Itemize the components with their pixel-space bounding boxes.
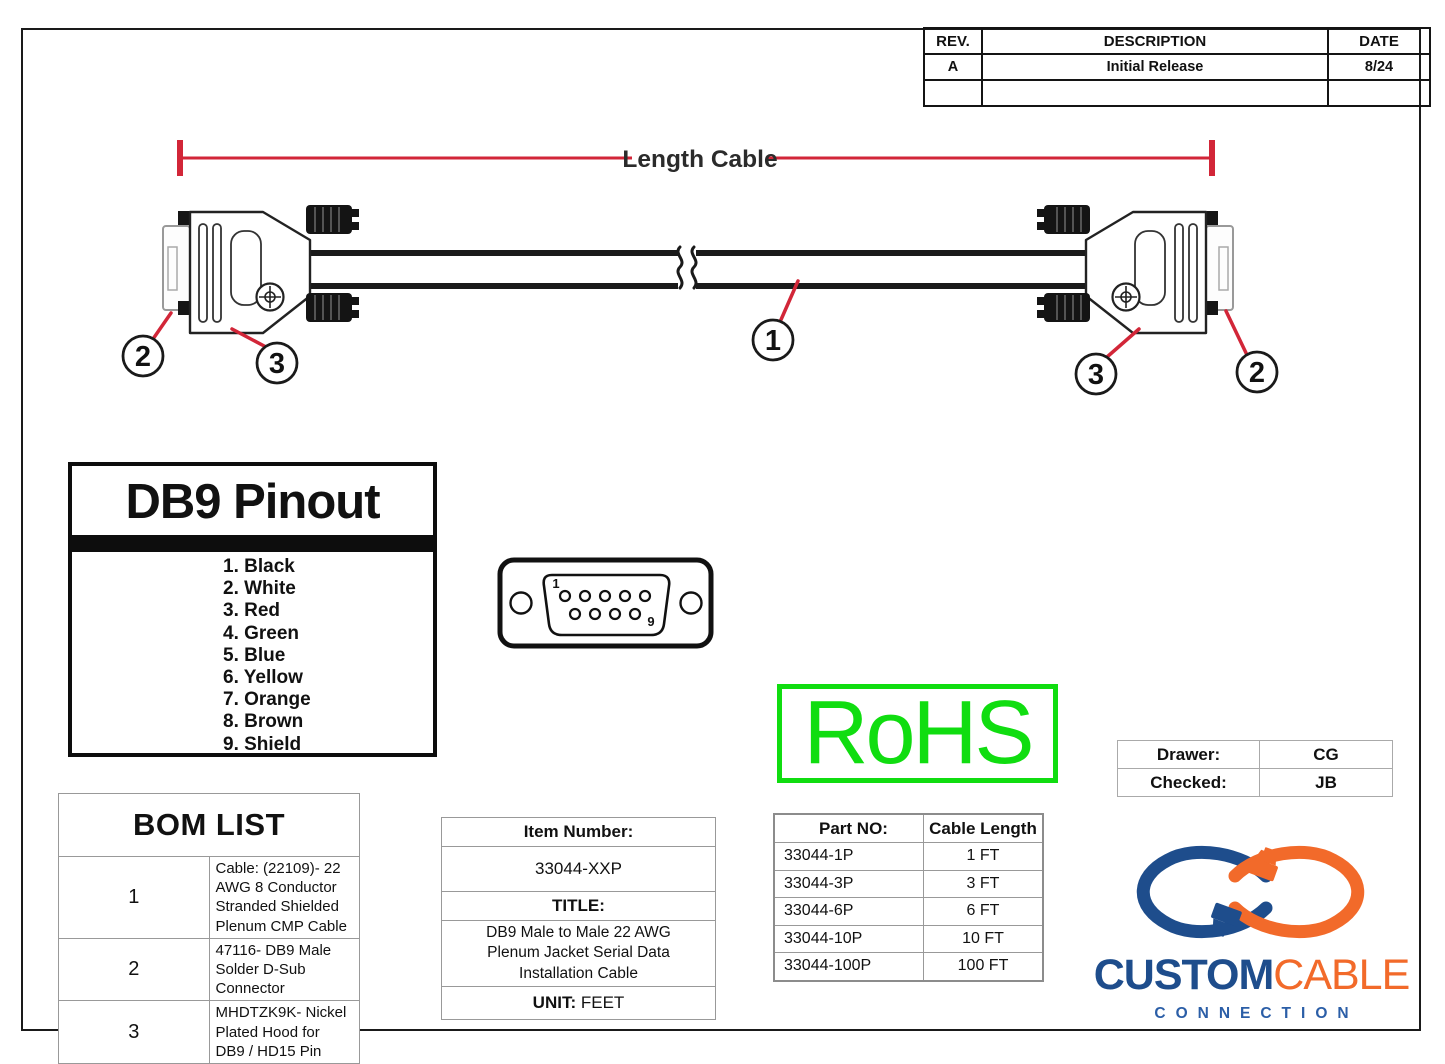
svg-text:1: 1 [765,325,781,357]
unit-label: UNIT: [532,993,577,1013]
item-title-block: Item Number: 33044-XXP TITLE: DB9 Male t… [441,817,716,1021]
db9-pinout-box: DB9 Pinout 1. Black 2. White 3. Red 4. G… [68,462,437,757]
logo-plug-orange [1247,847,1278,882]
pinout-item: 5. Blue [223,644,286,666]
callout-cable: 1 [751,318,795,362]
drawer-value: CG [1259,740,1393,769]
logo-plug-blue [1211,902,1242,937]
pinout-item: 6. Yellow [223,667,303,689]
infinity-cable-icon [1136,845,1365,939]
hood-screw [255,282,285,312]
unit-value: FEET [580,993,625,1013]
unit-row: UNIT: FEET [441,986,716,1021]
svg-text:2: 2 [1249,357,1265,389]
revision-row: A Initial Release 8/24 [923,53,1431,81]
pinout-title: DB9 Pinout [125,475,380,529]
part-number-table: Part NO: Cable Length 33044-1P 1 FT 3304… [773,813,1044,982]
company-logo: CUSTOMCABLE CONNECTION [1083,836,1420,1028]
bom-title: BOM LIST [58,793,360,857]
db9-connector-right [1035,203,1235,335]
checked-row: Checked: JB [1117,768,1393,797]
sheet-border [21,28,1421,1031]
checked-value: JB [1259,768,1393,797]
logo-word-cable: CABLE [1273,951,1410,999]
part-table-header: Part NO: Cable Length [773,813,1044,843]
part-row: 33044-3P 3 FT [773,869,1044,898]
bom-row: 3 MHDTZK9K- Nickel Plated Hood for DB9 /… [58,1000,360,1064]
db9-connector-face-icon: 1 9 [497,557,714,649]
part-row: 33044-1P 1 FT [773,842,1044,871]
bom-item-desc: MHDTZK9K- Nickel Plated Hood for DB9 / H… [208,1000,360,1064]
description-header: DESCRIPTION [981,27,1329,55]
part-row: 33044-6P 6 FT [773,897,1044,926]
screw-hole-right [679,591,703,615]
pin1-label: 1 [552,576,559,591]
callout-connector-left: 2 [121,334,165,378]
pinout-item: 2. White [223,578,296,600]
pins-row-top [558,589,652,603]
rohs-badge: RoHS [777,684,1058,783]
drawer-row: Drawer: CG [1117,740,1393,769]
bom-table: BOM LIST 1 Cable: (22109)- 22 AWG 8 Cond… [58,793,360,1064]
svg-text:3: 3 [1088,359,1104,391]
cable-break-symbol [676,245,698,290]
approval-table: Drawer: CG Checked: JB [1117,740,1393,797]
description-value: Initial Release [981,53,1329,81]
callout-hood-left: 3 [255,341,299,385]
rohs-label: RoHS [803,683,1034,783]
bom-row: 1 Cable: (22109)- 22 AWG 8 Conductor Str… [58,856,360,939]
item-number-label: Item Number: [441,817,716,847]
logo-word-connection: CONNECTION [1154,1005,1359,1022]
length-cable-label: Length Cable [622,146,777,173]
callout-leaders [151,279,1249,359]
svg-text:3: 3 [269,348,285,380]
pinout-item: 8. Brown [223,711,304,733]
svg-text:2: 2 [135,341,151,373]
logo-word-custom: CUSTOM [1093,951,1275,999]
item-number-value: 33044-XXP [441,846,716,892]
drawer-label: Drawer: [1117,740,1260,769]
callout-hood-right: 3 [1074,352,1118,396]
revision-row-empty [923,79,1431,107]
pinout-item: 1. Black [223,556,295,577]
checked-label: Checked: [1117,768,1260,797]
rev-value: A [923,53,983,81]
db9-connector-left [162,205,359,335]
title-label: TITLE: [441,891,716,921]
date-header: DATE [1327,27,1431,55]
part-no-header: Part NO: [773,813,924,843]
pin9-label: 9 [647,614,654,629]
bom-row: 2 47116- DB9 Male Solder D-Sub Connector [58,937,360,1002]
cable-length-header: Cable Length [923,813,1044,843]
rev-header: REV. [923,27,983,55]
part-row: 33044-100P 100 FT [773,952,1044,981]
pinout-list: 1. Black 2. White 3. Red 4. Green 5. Blu… [72,552,433,756]
bom-item-desc: Cable: (22109)- 22 AWG 8 Conductor Stran… [208,856,360,939]
length-dimension: Length Cable [177,140,1215,176]
pinout-divider-band [72,535,433,552]
pinout-item: 3. Red [223,600,281,622]
bom-item-desc: 47116- DB9 Male Solder D-Sub Connector [208,937,360,1002]
logo-wordmark: CUSTOMCABLE [1083,954,1420,997]
part-row: 33044-10P 10 FT [773,924,1044,953]
bom-item-number: 2 [58,937,210,1002]
pinout-item: 9. Shield [223,733,302,755]
cable-jacket [308,250,1090,289]
bom-item-number: 3 [58,1000,210,1064]
revision-table: REV. DESCRIPTION DATE A Initial Release … [923,27,1431,107]
date-value: 8/24 [1327,53,1431,81]
bom-title-row: BOM LIST [58,793,360,857]
pinout-item: 7. Orange [223,689,311,711]
pinout-item: 4. Green [223,622,300,644]
title-value: DB9 Male to Male 22 AWG Plenum Jacket Se… [486,924,671,982]
thumbscrews [306,205,359,322]
screw-hole-left [509,591,533,615]
cable-assembly-drawing: Length Cable 2 3 1 3 2 [121,140,1279,396]
revision-header-row: REV. DESCRIPTION DATE [923,27,1431,55]
callout-connector-right: 2 [1235,350,1279,394]
bom-item-number: 1 [58,856,210,939]
pins-row-bottom [568,607,642,621]
